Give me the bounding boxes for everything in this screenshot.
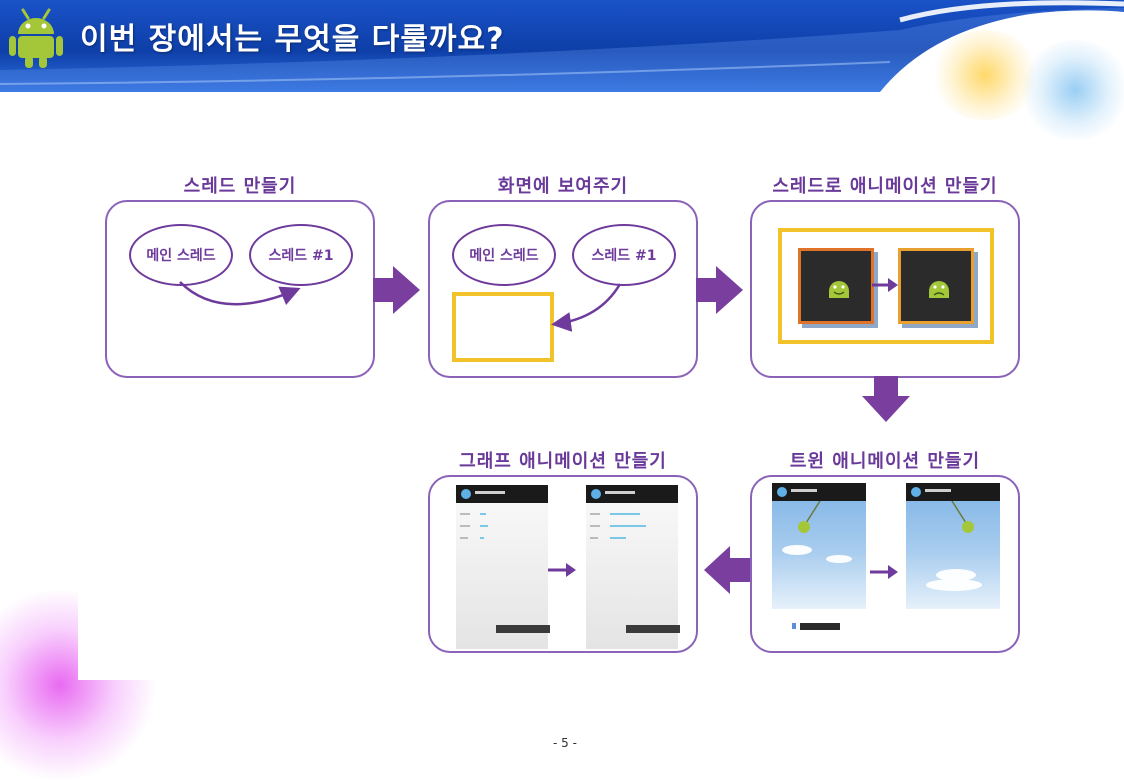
android-happy-face-icon (829, 281, 849, 298)
step-box-show-on-screen: 메인 스레드 스레드 #1 (428, 200, 698, 378)
tween-toast-icon (792, 623, 796, 629)
android-frame-1 (798, 248, 874, 324)
tween-toast-bar (800, 623, 840, 630)
step-label-thread-animation: 스레드로 애니메이션 만들기 (772, 176, 998, 197)
step-box-tween-animation (750, 475, 1020, 653)
page-number: - 5 - (553, 736, 577, 750)
thread-1-ellipse: 스레드 #1 (572, 224, 676, 286)
android-frame-2 (898, 248, 974, 324)
main-thread-ellipse: 메인 스레드 (129, 224, 233, 286)
thread-1-label: 스레드 #1 (268, 248, 334, 264)
swinging-android-icon (798, 501, 821, 533)
step-label-tween-animation: 트윈 애니메이션 만들기 (789, 451, 981, 472)
arrow-down-icon (862, 376, 910, 422)
graph-screenshot-before (456, 485, 550, 649)
tween-screenshot-after (906, 483, 1000, 609)
blue-glow-decoration (1020, 40, 1124, 140)
main-thread-label: 메인 스레드 (469, 248, 539, 264)
step-box-graph-animation (428, 475, 698, 653)
android-sad-face-icon (929, 281, 949, 298)
android-logo-icon (9, 8, 63, 68)
step-label-show-on-screen: 화면에 보여주기 (497, 176, 629, 197)
main-thread-ellipse: 메인 스레드 (452, 224, 556, 286)
white-panel-decoration (78, 560, 198, 680)
step-label-create-thread: 스레드 만들기 (183, 176, 297, 197)
arrow-left-icon (704, 546, 750, 594)
swinging-android-icon (951, 501, 974, 533)
step-box-thread-animation (750, 200, 1020, 378)
slide-title: 이번 장에서는 무엇을 다룰까요? (80, 22, 505, 57)
step-label-graph-animation: 그래프 애니메이션 만들기 (459, 451, 667, 472)
step-box-create-thread: 메인 스레드 스레드 #1 (105, 200, 375, 378)
screen-display-box (452, 292, 554, 362)
arrow-right-icon (696, 266, 743, 314)
graph-screenshot-after (586, 485, 680, 649)
tween-screenshot-before (772, 483, 866, 609)
thread-1-ellipse: 스레드 #1 (249, 224, 353, 286)
thread-1-label: 스레드 #1 (591, 248, 657, 264)
main-thread-label: 메인 스레드 (146, 248, 216, 264)
arrow-right-icon (373, 266, 420, 314)
